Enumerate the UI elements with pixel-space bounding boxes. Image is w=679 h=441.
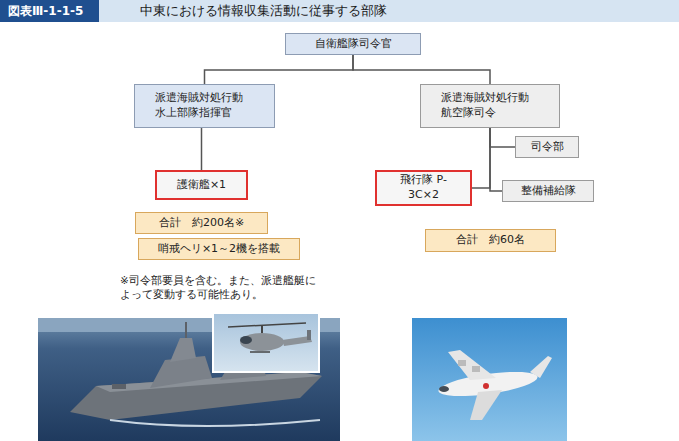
command-box: 自衛艦隊司令官 [285, 33, 421, 55]
unit-box: 司令部 [515, 136, 579, 158]
unit-box: 整備補給隊 [502, 180, 594, 202]
node-text: 派遣海賊対処行動 水上部隊指揮官 [155, 91, 254, 121]
node-text: 整備補給隊 [521, 184, 576, 199]
connector [490, 128, 502, 191]
node-text: 飛行隊 P-3C×2 [398, 173, 449, 203]
connector [472, 128, 490, 188]
node-text: 哨戒ヘリ×1～2機を搭載 [158, 242, 280, 257]
node-text: 派遣海賊対処行動 航空隊司令 [441, 91, 540, 121]
helicopter-photo [213, 313, 319, 372]
command-box: 派遣海賊対処行動 水上部隊指揮官 [134, 84, 275, 128]
command-box: 派遣海賊対処行動 航空隊司令 [420, 84, 560, 128]
connector [353, 55, 490, 84]
diagram-title: 中東における情報収集活動に従事する部隊 [140, 0, 387, 22]
total-box: 合計 約200名※ [135, 212, 268, 234]
highlight-unit-box: 飛行隊 P-3C×2 [375, 170, 472, 206]
node-text: 自衛艦隊司令官 [315, 37, 392, 52]
node-text: 合計 約60名 [456, 233, 525, 248]
p3c-photo [412, 318, 567, 441]
node-text: 司令部 [531, 140, 564, 155]
figure-number: 図表Ⅲ-1-1-5 [0, 0, 99, 22]
info-box: 哨戒ヘリ×1～2機を搭載 [138, 238, 300, 260]
connector [490, 128, 515, 147]
node-text: 護衛艦×1 [177, 178, 226, 193]
node-text: 合計 約200名※ [159, 216, 244, 231]
footnote: ※司令部要員を含む。また、派遣艦艇によって変動する可能性あり。 [120, 273, 325, 301]
connector [201, 128, 202, 170]
highlight-unit-box: 護衛艦×1 [155, 170, 248, 200]
connector [205, 55, 354, 84]
total-box: 合計 約60名 [425, 229, 556, 252]
